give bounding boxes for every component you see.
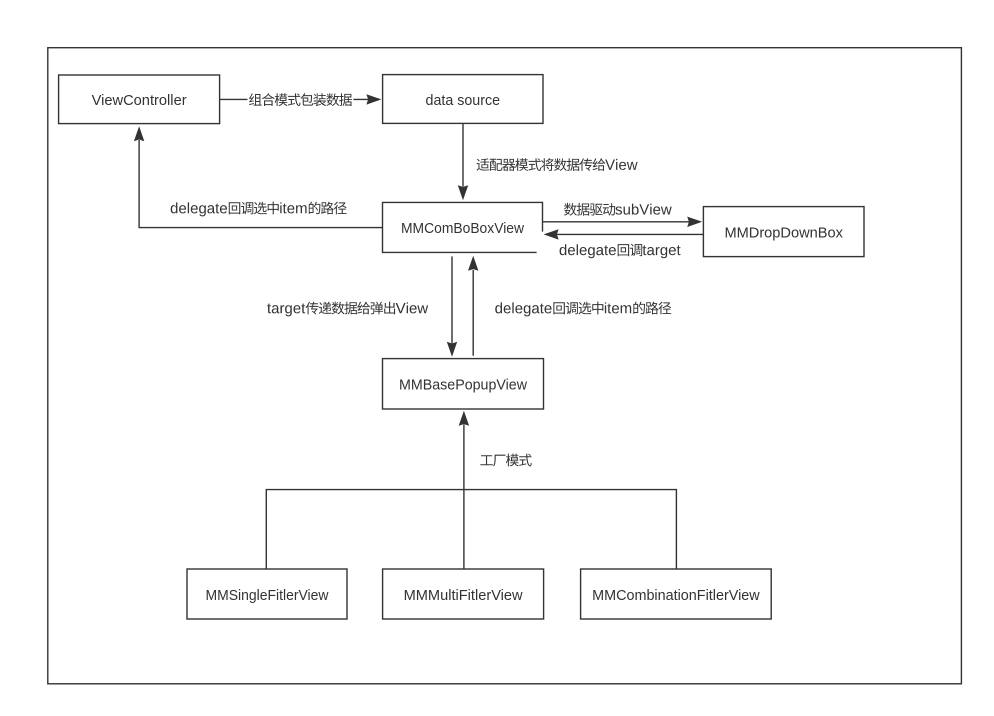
svg-text:ViewController: ViewController — [92, 92, 187, 109]
svg-text:MMBasePopupView: MMBasePopupView — [399, 377, 527, 394]
svg-text:MMSingleFitlerView: MMSingleFitlerView — [206, 587, 329, 604]
svg-text:MMMultiFitlerView: MMMultiFitlerView — [404, 587, 523, 604]
svg-text:MMCombinationFitlerView: MMCombinationFitlerView — [592, 587, 760, 604]
svg-text:MMDropDownBox: MMDropDownBox — [724, 224, 843, 241]
svg-text:MMComBoBoxView: MMComBoBoxView — [401, 220, 524, 237]
svg-text:data source: data source — [426, 92, 501, 109]
